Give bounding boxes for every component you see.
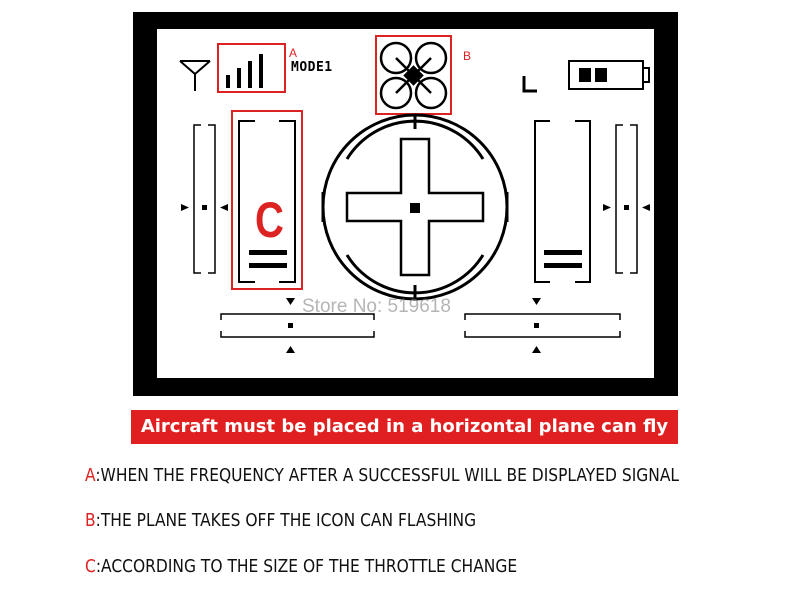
signal-bar bbox=[237, 68, 241, 88]
battery-cell bbox=[595, 68, 607, 82]
legend-line-a: A:WHEN THE FREQUENCY AFTER A SUCCESSFUL … bbox=[85, 465, 679, 486]
battery-cell bbox=[579, 68, 591, 82]
lcd-display bbox=[179, 35, 650, 353]
throttle-highlight-box bbox=[231, 110, 303, 290]
warning-banner: Aircraft must be placed in a horizontal … bbox=[131, 410, 678, 444]
legend-key-a: A bbox=[85, 465, 96, 486]
signal-bar bbox=[226, 75, 230, 88]
signal-highlight-box bbox=[217, 43, 286, 93]
legend-line-c: C:ACCORDING TO THE SIZE OF THE THROTTLE … bbox=[85, 556, 517, 577]
lcd-screen: MODE1 A B C Store No: 519618 bbox=[157, 29, 654, 378]
battery-icon bbox=[568, 60, 650, 90]
marker-b: B bbox=[463, 49, 472, 63]
legend-key-b: B bbox=[85, 510, 96, 531]
quadcopter-icon bbox=[379, 41, 448, 110]
corner-mark bbox=[522, 76, 537, 93]
legend-text-b: :THE PLANE TAKES OFF THE ICON CAN FLASHI… bbox=[95, 510, 477, 531]
legend-text-c: :ACCORDING TO THE SIZE OF THE THROTTLE C… bbox=[95, 556, 518, 577]
legend-text-a: :WHEN THE FREQUENCY AFTER A SUCCESSFUL W… bbox=[95, 465, 680, 486]
attitude-indicator bbox=[321, 113, 509, 301]
marker-a: A bbox=[289, 46, 298, 60]
right-vertical-trim bbox=[603, 124, 650, 274]
right-horizontal-trim bbox=[464, 298, 621, 353]
left-vertical-trim bbox=[181, 124, 228, 274]
signal-bar bbox=[259, 54, 263, 88]
throttle-gauge bbox=[238, 120, 296, 283]
battery-level bbox=[579, 68, 607, 82]
lcd-frame: MODE1 A B C Store No: 519618 bbox=[133, 12, 678, 396]
throttle-letter: C bbox=[255, 192, 284, 248]
signal-bars-icon bbox=[226, 54, 263, 88]
legend-line-b: B:THE PLANE TAKES OFF THE ICON CAN FLASH… bbox=[85, 510, 476, 531]
antenna-icon bbox=[179, 60, 211, 91]
right-vertical-gauge bbox=[534, 120, 591, 283]
mode-label: MODE1 bbox=[291, 60, 333, 75]
legend-key-c: C bbox=[85, 556, 96, 577]
store-watermark: Store No: 519618 bbox=[302, 296, 451, 317]
left-horizontal-trim bbox=[220, 298, 375, 353]
signal-bar bbox=[248, 61, 252, 88]
